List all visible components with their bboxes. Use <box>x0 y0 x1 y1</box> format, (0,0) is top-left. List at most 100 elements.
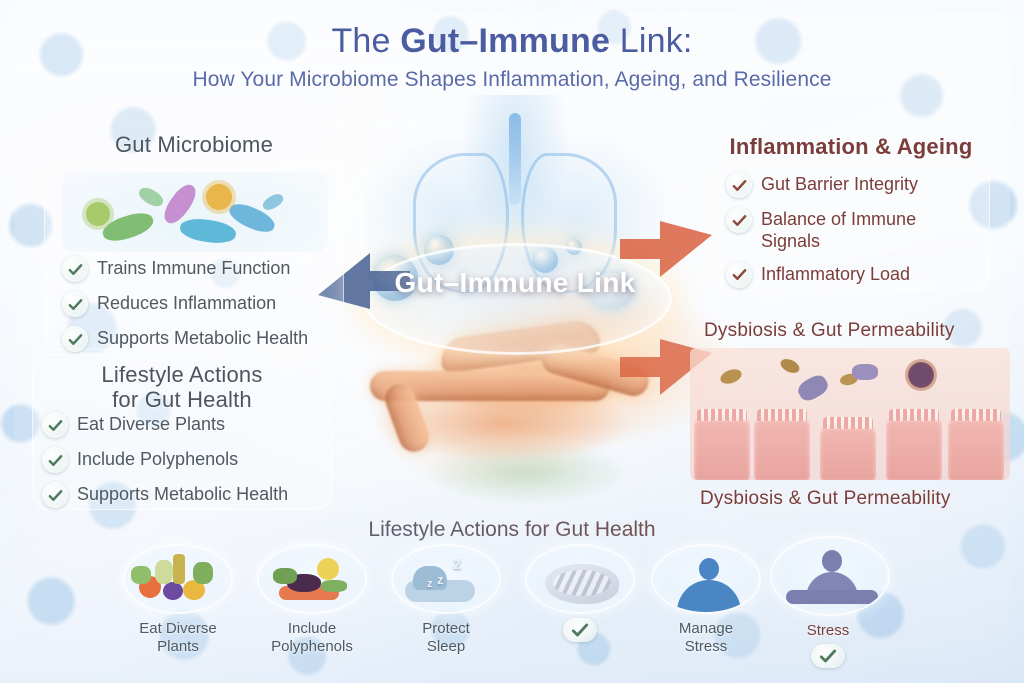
villi-icon <box>889 409 939 421</box>
virus-icon <box>86 202 110 226</box>
check-icon <box>563 618 597 642</box>
page-subtitle: How Your Microbiome Shapes Inflammation,… <box>192 68 832 91</box>
torso-silhouette-icon <box>365 95 665 355</box>
bullet-item: Gut Barrier Integrity <box>726 172 982 198</box>
bacteria-icon <box>718 366 744 387</box>
panel-lifestyle-actions-bullets: Eat Diverse Plants Include Polyphenols S… <box>42 412 328 517</box>
check-icon <box>42 412 68 438</box>
epithelial-cell <box>886 409 942 480</box>
panel-lifestyle-title-line2: for Gut Health <box>112 387 252 413</box>
panel-lifestyle-actions-title: Lifestyle Actions for Gut Health <box>32 362 332 413</box>
bullet-label: Supports Metabolic Health <box>97 328 309 348</box>
bullet-label: Inflammatory Load <box>761 263 911 284</box>
gut-immune-link-ring <box>362 243 672 355</box>
brain-icon <box>525 544 635 614</box>
virus-icon <box>908 362 934 388</box>
panel-inflammation-ageing-title: Inflammation & Ageing <box>729 134 973 159</box>
bullet-item: Supports Metabolic Health <box>42 482 328 508</box>
check-icon <box>42 447 68 473</box>
intestine-coil <box>370 371 610 401</box>
bullet-label: Balance of Immune Signals <box>761 209 917 251</box>
fruits-vegetables-oil-icon <box>123 544 233 614</box>
dysbiosis-caption-bottom: Dysbiosis & Gut Permeability <box>700 488 951 509</box>
check-icon <box>42 482 68 508</box>
panel-gut-microbiome-bullets: Trains Immune Function Reduces Inflammat… <box>62 256 332 361</box>
panel-gut-microbiome-title: Gut Microbiome <box>114 132 274 157</box>
title-post: Link: <box>610 22 693 60</box>
immune-cell-icon <box>372 255 418 301</box>
strip-item-label: Include Polyphenols <box>271 620 353 655</box>
bullet-label: Supports Metabolic Health <box>77 484 289 504</box>
panel-lifestyle-title-line1: Lifestyle Actions <box>101 362 263 387</box>
epithelial-cell <box>820 417 876 480</box>
strip-item-protect-sleep[interactable]: z z z Protect Sleep <box>388 544 504 656</box>
epithelial-cell <box>754 409 810 480</box>
strip-item-brain[interactable] <box>522 544 638 648</box>
check-icon <box>726 207 752 233</box>
villi-icon <box>951 409 1001 421</box>
berries-salmon-vegetables-icon <box>257 544 367 614</box>
strip-title: Lifestyle Actions for Gut Health <box>0 518 1024 542</box>
flow-arrows <box>318 221 712 395</box>
check-icon <box>811 644 845 668</box>
check-icon <box>62 291 88 317</box>
bullet-item: Reduces Inflammation <box>62 291 332 317</box>
immune-cell-icon <box>532 247 558 273</box>
bacteria-cluster-icon <box>852 364 878 380</box>
panel-inflammation-ageing <box>712 162 990 292</box>
strip-item-eat-diverse-plants[interactable]: Eat Diverse Plants <box>120 544 236 656</box>
arrow-right-orange-upper-icon <box>620 221 712 277</box>
central-illustration: Gut–Immune Link <box>300 95 730 525</box>
strip-item-label: Stress <box>806 622 850 639</box>
virus-icon <box>206 184 232 210</box>
bullet-item: Supports Metabolic Health <box>62 326 332 352</box>
bacterium-icon <box>178 216 238 246</box>
lifestyle-icon-strip: Eat Diverse Plants Include Polyphenols z… <box>120 536 910 668</box>
lung-left-icon <box>413 153 509 293</box>
strip-item-manage-stress[interactable]: Manage Stress <box>648 544 764 656</box>
panel-inflammation-ageing-bullets: Gut Barrier Integrity Balance of Immune … <box>726 172 982 297</box>
bullet-item: Eat Diverse Plants <box>42 412 328 438</box>
bullet-label: Eat Diverse Plants <box>77 414 226 434</box>
warm-glow-layer <box>340 245 730 525</box>
bullet-item: Balance of Immune Signals <box>726 207 982 253</box>
sleep-zzz-icon: z z z <box>391 544 501 614</box>
page-title: The Gut–Immune Link: <box>0 22 1024 61</box>
bacteria-cluster-icon <box>795 371 831 405</box>
bullet-item: Include Polyphenols <box>42 447 328 473</box>
bullet-label: Include Polyphenols <box>77 449 239 469</box>
immune-cell-icon <box>424 235 454 265</box>
meditating-figure-icon <box>770 536 890 616</box>
strip-item-include-polyphenols[interactable]: Include Polyphenols <box>254 544 370 656</box>
check-icon <box>62 256 88 282</box>
immune-cell-icon <box>590 273 634 309</box>
dysbiosis-illustration <box>690 348 1010 480</box>
trachea-icon <box>509 113 521 205</box>
center-badge-label: Gut–Immune Link <box>394 267 636 298</box>
intestine-coil <box>537 340 653 400</box>
lung-right-icon <box>521 153 617 293</box>
strip-item-label: Manage Stress <box>678 620 734 655</box>
epithelial-cell <box>694 409 750 480</box>
intestine-coil <box>380 379 434 457</box>
dysbiosis-caption-top: Dysbiosis & Gut Permeability <box>704 320 955 341</box>
bacterium-icon <box>260 191 286 213</box>
panel-lifestyle-actions <box>32 354 332 510</box>
check-icon <box>726 261 752 288</box>
strip-item-stress[interactable]: Stress <box>770 536 890 668</box>
bacterium-icon <box>136 184 166 210</box>
microbiome-artwork <box>62 172 328 252</box>
bullet-label: Gut Barrier Integrity <box>761 174 919 194</box>
bacteria-icon <box>778 356 802 376</box>
intestine-coil <box>438 318 602 374</box>
bullet-label: Trains Immune Function <box>97 258 291 278</box>
title-emphasis: Gut–Immune <box>400 22 611 60</box>
epithelial-cell <box>948 409 1004 480</box>
villi-icon <box>757 409 807 421</box>
strip-item-label: Protect Sleep <box>422 620 470 655</box>
immune-cell-icon <box>566 239 582 255</box>
check-icon <box>62 326 88 352</box>
bullet-item: Trains Immune Function <box>62 256 332 282</box>
bullet-label: Reduces Inflammation <box>97 293 277 313</box>
